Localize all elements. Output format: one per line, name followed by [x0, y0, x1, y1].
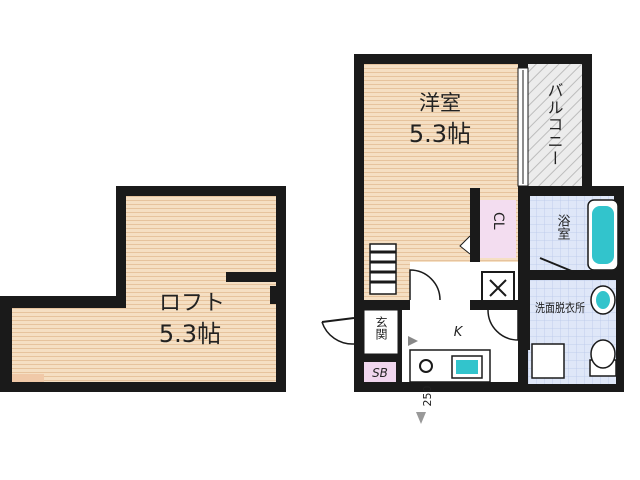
main-unit: 洋室 5.3帖 バルコニー CL 浴室 洗面脱衣所 K 玄関 SB: [321, 54, 624, 392]
door-washroom: [487, 309, 519, 341]
loft-ladder: [369, 243, 397, 295]
balcony-label: バルコニー: [545, 82, 564, 167]
dimension-arrow: [416, 412, 426, 424]
wall-wet-area: [518, 186, 530, 350]
wall-entrance-kitchen: [398, 310, 402, 382]
door-front: [321, 321, 355, 345]
loft-post: [270, 286, 276, 304]
stove-burner: [419, 359, 433, 373]
door-front-leaf: [321, 317, 355, 323]
balcony-floor: [528, 64, 582, 186]
toilet-bowl: [590, 339, 616, 369]
bathtub-water: [592, 206, 614, 264]
loft-ladder-opening: [12, 374, 44, 382]
shoebox: [364, 362, 396, 382]
door-bath: [539, 257, 575, 273]
door-western: [409, 269, 441, 301]
dimension-label: 250: [421, 386, 434, 407]
shoebox-label: SB: [372, 366, 388, 380]
washroom-label: 洗面脱衣所: [535, 300, 585, 315]
kitchen-label: K: [454, 325, 464, 340]
kitchen-sink-bowl: [456, 360, 478, 374]
entrance-label: 玄関: [374, 315, 388, 340]
closet-floor: [480, 200, 516, 258]
loft-name: ロフト: [159, 291, 225, 316]
wall-western-entrance: [354, 300, 410, 310]
loft-ledge: [226, 272, 276, 282]
closet-wall: [470, 188, 480, 262]
entrance-arrow: [408, 336, 418, 346]
bath-label: 浴室: [555, 214, 571, 240]
shaft-mark: [489, 279, 507, 297]
washbasin-bowl: [596, 291, 610, 309]
closet-label: CL: [490, 212, 506, 230]
loft-floor: [12, 196, 276, 382]
washing-machine: [531, 343, 565, 379]
western-room-name: 洋室: [419, 91, 461, 115]
loft-area: ロフト 5.3帖: [0, 186, 286, 392]
western-room-size: 5.3帖: [409, 120, 471, 148]
wall-western-kitchen: [470, 300, 526, 310]
loft-size: 5.3帖: [159, 320, 221, 348]
wall-bath-wash: [530, 270, 624, 280]
closet-door: [459, 235, 471, 255]
